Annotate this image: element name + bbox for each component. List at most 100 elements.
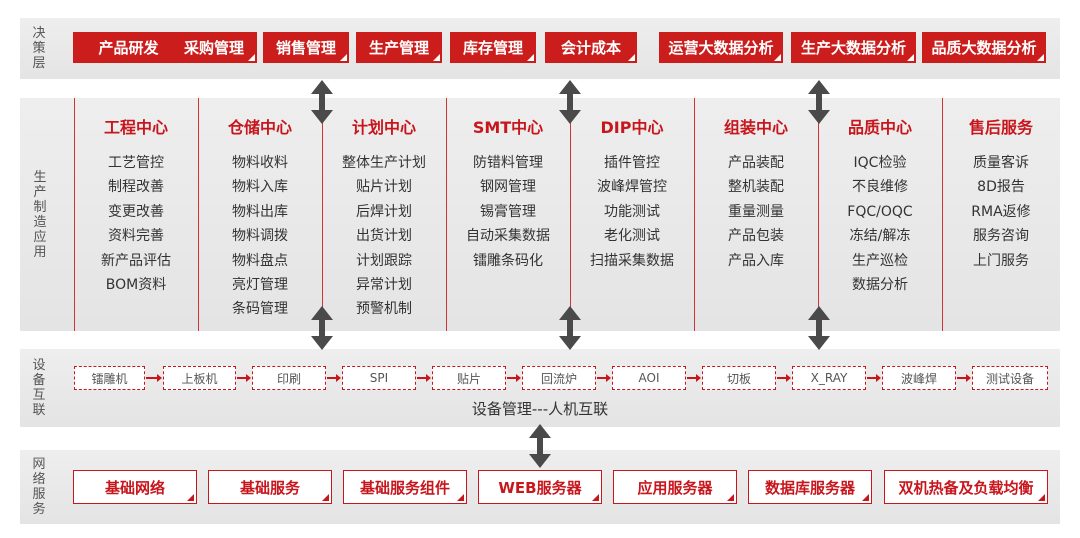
column-divider	[446, 98, 447, 331]
network-btn-hot-standby[interactable]: 双机热备及负载均衡	[884, 470, 1048, 504]
column-item: FQC/OQC	[847, 203, 913, 220]
column-item: RMA返修	[971, 203, 1031, 220]
double-arrow-icon	[559, 80, 581, 124]
column-item: 物料调拨	[232, 228, 288, 245]
flow-arrow	[687, 374, 701, 382]
column-title: SMT中心	[472, 118, 544, 137]
column-title: 工程中心	[103, 118, 168, 137]
column-item: 镭雕条码化	[473, 252, 543, 269]
production-band: 生产制造应用 工程中心 工艺管控 制程改善 变更改善 资料完善 新产品评估 BO…	[20, 98, 1060, 331]
column-item: 异常计划	[356, 277, 412, 294]
decision-btn-production-bigdata[interactable]: 生产大数据分析	[791, 32, 916, 63]
column-item: 插件管控	[604, 155, 660, 171]
column-item: 波峰焊管控	[597, 179, 667, 196]
decision-label: 决策层	[32, 26, 46, 71]
device-printer[interactable]: 印刷	[252, 366, 326, 390]
device-reflow-oven[interactable]: 回流炉	[522, 366, 596, 390]
column-smt: SMT中心 防错料管理 钢网管理 锡膏管理 自动采集数据 镭雕条码化	[446, 98, 570, 331]
device-test-equipment[interactable]: 测试设备	[972, 366, 1048, 390]
decision-btn-quality-bigdata[interactable]: 品质大数据分析	[922, 32, 1046, 63]
column-title: 售后服务	[968, 118, 1033, 137]
flow-arrow	[417, 374, 431, 382]
device-spi[interactable]: SPI	[342, 366, 416, 390]
column-divider	[694, 98, 695, 331]
production-label: 生产制造应用	[33, 169, 47, 260]
flow-arrow	[327, 374, 341, 382]
column-title: 品质中心	[847, 118, 912, 137]
column-item: 质量客诉	[973, 155, 1029, 171]
flow-arrow	[597, 374, 611, 382]
column-item: 整机装配	[728, 179, 784, 196]
device-board-loader[interactable]: 上板机	[163, 366, 236, 390]
network-btn-db-server[interactable]: 数据库服务器	[748, 470, 872, 504]
network-btn-web-server[interactable]: WEB服务器	[478, 470, 602, 504]
column-item: 物料收料	[232, 155, 288, 171]
decision-btn-purchasing[interactable]: 采购管理	[171, 32, 257, 63]
device-x-ray[interactable]: X_RAY	[792, 366, 866, 390]
column-divider	[818, 98, 819, 331]
column-item: 后焊计划	[356, 203, 412, 220]
column-engineering: 工程中心 工艺管控 制程改善 变更改善 资料完善 新产品评估 BOM资料	[74, 98, 198, 331]
column-item: 生产巡检	[852, 252, 908, 269]
decision-btn-sales[interactable]: 销售管理	[263, 32, 349, 63]
column-item: 物料盘点	[232, 252, 288, 269]
column-item: 工艺管控	[108, 155, 164, 171]
network-btn-app-server[interactable]: 应用服务器	[613, 470, 737, 504]
device-band: 设备互联 镭雕机 上板机 印刷 SPI 贴片 回流炉 AOI 切板 X_RAY …	[20, 349, 1060, 427]
network-btn-basic-network[interactable]: 基础网络	[73, 470, 197, 504]
column-item: 上门服务	[973, 252, 1029, 269]
decision-band: 决策层 产品研发 采购管理 销售管理 生产管理 库存管理 会计成本 运营大数据分…	[20, 18, 1060, 79]
decision-btn-ops-bigdata[interactable]: 运营大数据分析	[659, 32, 783, 63]
column-item: 重量测量	[728, 203, 784, 220]
decision-btn-inventory[interactable]: 库存管理	[450, 32, 536, 63]
column-item: 变更改善	[108, 203, 164, 220]
column-assembly: 组装中心 产品装配 整机装配 重量测量 产品包装 产品入库	[694, 98, 818, 331]
column-divider	[570, 98, 571, 331]
column-title: 计划中心	[351, 118, 416, 137]
column-title: 仓储中心	[227, 118, 292, 137]
column-item: 贴片计划	[356, 179, 412, 196]
column-item: 老化测试	[604, 228, 660, 245]
column-item: 条码管理	[232, 301, 288, 318]
column-item: 产品装配	[728, 155, 784, 171]
column-item: 数据分析	[852, 277, 908, 294]
column-title: 组装中心	[723, 118, 788, 137]
column-item: 制程改善	[108, 179, 164, 196]
column-warehouse: 仓储中心 物料收料 物料入库 物料出库 物料调拨 物料盘点 亮灯管理 条码管理	[198, 98, 322, 331]
column-dip: DIP中心 插件管控 波峰焊管控 功能测试 老化测试 扫描采集数据	[570, 98, 694, 331]
column-title: DIP中心	[600, 118, 664, 137]
column-item: 扫描采集数据	[590, 252, 674, 269]
device-wave-solder[interactable]: 波峰焊	[882, 366, 956, 390]
column-item: 物料出库	[232, 203, 288, 220]
double-arrow-icon	[311, 80, 333, 124]
network-label: 网络服务	[32, 457, 46, 517]
network-btn-service-components[interactable]: 基础服务组件	[343, 470, 467, 504]
device-board-cutter[interactable]: 切板	[702, 366, 776, 390]
decision-btn-production[interactable]: 生产管理	[356, 32, 442, 63]
flow-arrow	[146, 374, 162, 382]
device-laser-marker[interactable]: 镭雕机	[74, 366, 145, 390]
column-item: 亮灯管理	[232, 277, 288, 294]
double-arrow-icon	[559, 306, 581, 350]
device-label: 设备互联	[32, 358, 46, 418]
device-placement[interactable]: 贴片	[432, 366, 506, 390]
column-quality: 品质中心 IQC检验 不良维修 FQC/OQC 冻结/解冻 生产巡检 数据分析	[818, 98, 942, 331]
column-item: 计划跟踪	[356, 252, 412, 269]
column-item: BOM资料	[105, 277, 167, 294]
decision-btn-cost-accounting[interactable]: 会计成本	[545, 32, 637, 63]
column-after-sales: 售后服务 质量客诉 8D报告 RMA返修 服务咨询 上门服务	[942, 98, 1060, 331]
column-item: 功能测试	[604, 203, 660, 220]
column-item: 预警机制	[356, 301, 412, 318]
column-divider	[198, 98, 199, 331]
double-arrow-icon	[808, 306, 830, 350]
network-btn-basic-service[interactable]: 基础服务	[208, 470, 332, 504]
flow-arrow	[957, 374, 971, 382]
column-item: 自动采集数据	[466, 228, 550, 245]
flow-arrow	[867, 374, 881, 382]
device-caption: 设备管理---人机互联	[471, 400, 609, 418]
column-item: 不良维修	[852, 179, 908, 196]
decision-btn-product-rd[interactable]: 产品研发	[73, 32, 184, 63]
column-item: 8D报告	[977, 179, 1025, 196]
device-aoi[interactable]: AOI	[612, 366, 686, 390]
column-item: 出货计划	[356, 228, 412, 245]
